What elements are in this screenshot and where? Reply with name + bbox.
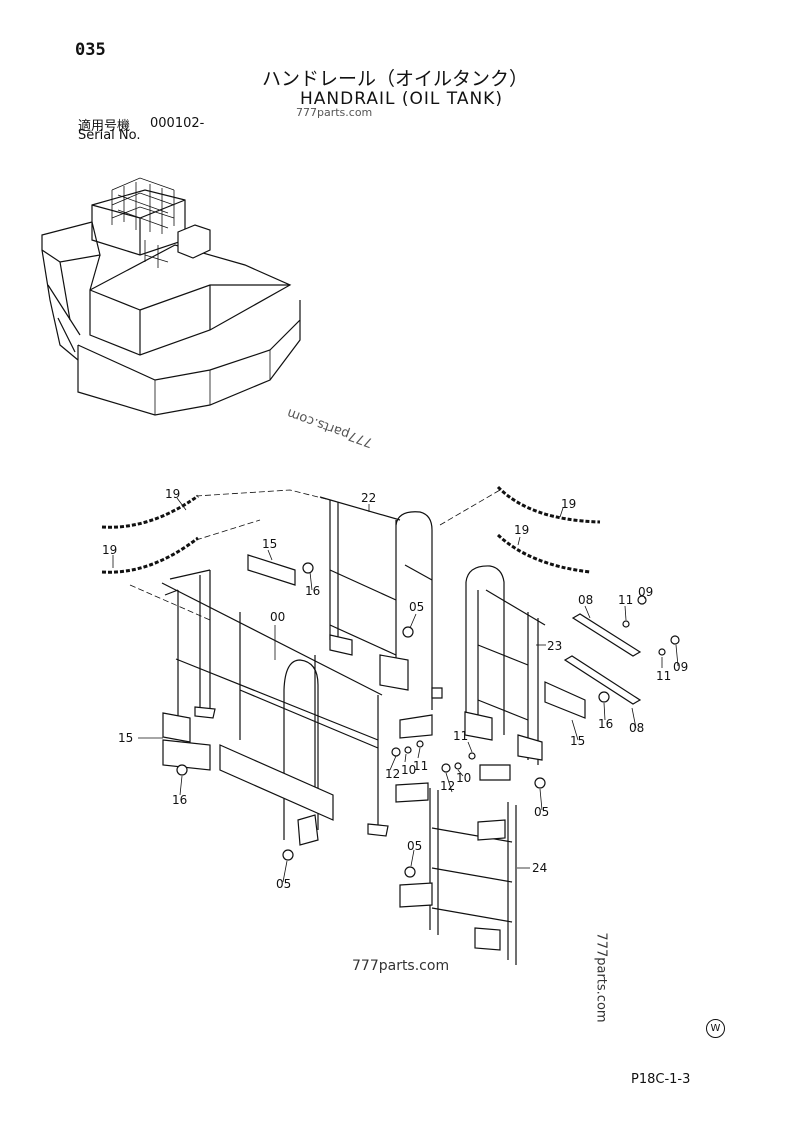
callout-10-right: 10 xyxy=(456,771,471,785)
page-number: 035 xyxy=(75,40,106,60)
callout-09-upper: 09 xyxy=(638,585,653,599)
callout-09-lower: 09 xyxy=(673,660,688,674)
watermark-vertical: 777parts.com xyxy=(593,932,609,1023)
main-handrail-plates xyxy=(162,554,389,846)
callout-22: 22 xyxy=(361,491,376,505)
serial-label-english: Serial No. xyxy=(78,128,141,143)
callout-24: 24 xyxy=(532,861,547,875)
main-handrail xyxy=(161,569,383,840)
callout-08-upper: 08 xyxy=(578,593,593,607)
callout-11-middle: 11 xyxy=(413,759,428,773)
callout-11-lower: 11 xyxy=(656,669,671,683)
chains xyxy=(101,485,601,621)
callout-19-top-right: 19 xyxy=(561,497,576,511)
brackets xyxy=(544,613,642,719)
title-english: HANDRAIL (OIL TANK) xyxy=(300,89,503,109)
callout-05-right: 05 xyxy=(534,805,549,819)
callout-15-top: 15 xyxy=(262,537,277,551)
machine-overview xyxy=(41,177,301,416)
callout-12-left: 12 xyxy=(385,767,400,781)
callout-05-lower: 05 xyxy=(276,877,291,891)
callout-16-left: 16 xyxy=(172,793,187,807)
callout-12-right: 12 xyxy=(440,779,455,793)
figure-code: P18C-1-3 xyxy=(631,1072,691,1087)
ladder-24 xyxy=(395,782,517,965)
callout-10-left: 10 xyxy=(401,763,416,777)
callout-16-right: 16 xyxy=(598,717,613,731)
serial-value: 000102- xyxy=(150,116,205,131)
watermark-bottom: 777parts.com xyxy=(352,958,450,974)
callout-05-upper: 05 xyxy=(409,600,424,614)
callout-19-top-left: 19 xyxy=(165,487,180,501)
watermark-top: 777parts.com xyxy=(296,106,373,119)
callout-15-right: 15 xyxy=(570,734,585,748)
callout-11-center: 11 xyxy=(453,729,468,743)
callout-15-left: 15 xyxy=(118,731,133,745)
callout-16-top: 16 xyxy=(305,584,320,598)
serial-label-japanese: 適用号機 xyxy=(78,119,131,134)
ladder-handrail-23 xyxy=(464,565,546,781)
title-japanese: ハンドレール（オイルタンク） xyxy=(262,68,529,90)
callouts: 00 05 05 05 05 08 08 09 09 10 10 11 11 1… xyxy=(102,487,688,891)
callout-19-left: 19 xyxy=(102,543,117,557)
callout-23: 23 xyxy=(547,639,562,653)
callout-05-ladder: 05 xyxy=(407,839,422,853)
callout-00: 00 xyxy=(270,610,285,624)
ladder-handrail-22 xyxy=(319,496,443,739)
callout-11-upper: 11 xyxy=(618,593,633,607)
callout-08-lower: 08 xyxy=(629,721,644,735)
leader-lines xyxy=(112,497,679,883)
w-badge-icon: W xyxy=(706,1019,725,1038)
callout-19-right: 19 xyxy=(514,523,529,537)
